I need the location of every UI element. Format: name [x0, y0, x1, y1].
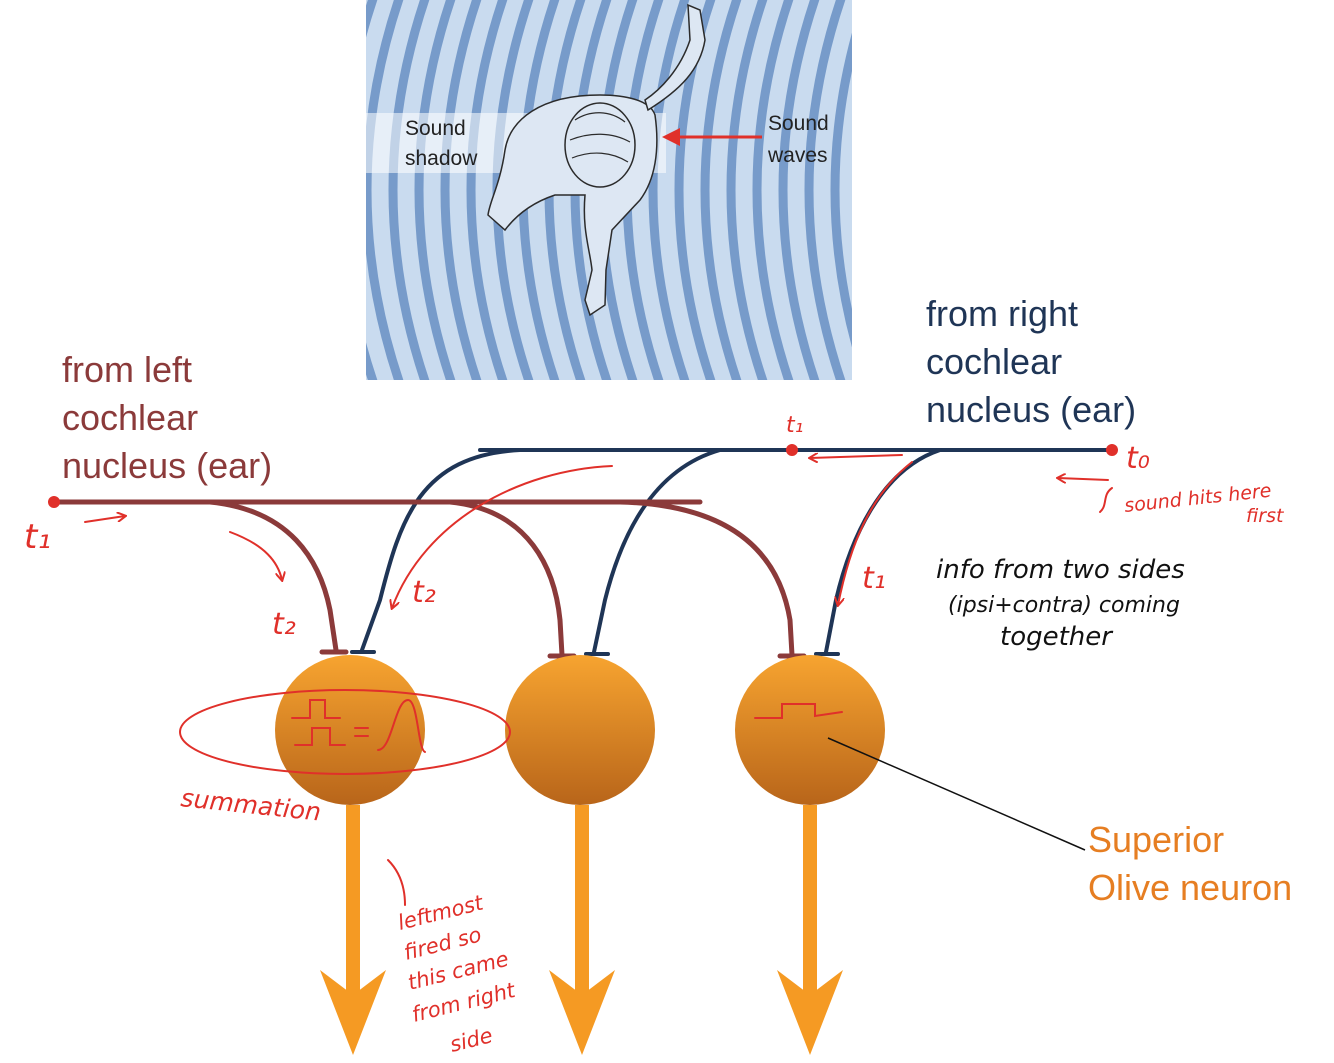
neuron-label-pointer — [827, 737, 1086, 851]
right-input-line-3: nucleus (ear) — [926, 389, 1136, 430]
output-arrow-3 — [777, 970, 843, 1055]
sound-wave-band — [315, 0, 350, 390]
neuron-3 — [735, 655, 885, 1055]
arrow-left-branch — [229, 531, 282, 580]
leftmost-line-5: side — [447, 1023, 495, 1057]
note-line-3: together — [1000, 622, 1114, 652]
neuron-1 — [275, 655, 425, 1055]
sound-wave-band — [726, 0, 768, 380]
summation-label: summation — [179, 783, 322, 827]
sound-wave-band — [388, 0, 430, 380]
right-axon-branch-1 — [360, 448, 522, 652]
right-axon-branch-3 — [824, 448, 942, 654]
t0-label: t₀ — [1126, 441, 1150, 476]
output-axon-1 — [346, 805, 360, 1005]
t1-right-axon-label: t₁ — [786, 413, 803, 438]
sound-wave-band — [414, 0, 456, 380]
black-note: info from two sides (ipsi+contra) coming… — [936, 555, 1185, 652]
sound-wave-band — [804, 0, 846, 380]
arrow-t2-right — [392, 465, 613, 608]
right-mid-dot — [786, 444, 798, 456]
sound-hits-line-2: first — [1246, 505, 1285, 527]
sound-waves-label-1: Sound — [768, 112, 829, 135]
equals-sign — [354, 727, 369, 737]
sound-shadow-label-1: Sound — [405, 117, 466, 140]
t1-left-start-label: t₁ — [24, 517, 51, 557]
sound-shadow-label-2: shadow — [405, 147, 478, 170]
right-axon — [350, 448, 1114, 656]
left-axon — [51, 499, 807, 659]
arrow-sound-hits — [1058, 478, 1109, 480]
sound-waves-label-2: waves — [767, 144, 828, 167]
single-pulse-sketch — [754, 703, 843, 719]
red-annotations — [84, 455, 1113, 906]
output-arrow-2 — [549, 970, 615, 1055]
t2-left-label: t₂ — [272, 607, 296, 642]
left-axon-branch-3 — [617, 499, 795, 658]
right-axon-branch-2 — [592, 448, 722, 654]
right-input-line-1: from right — [926, 293, 1078, 334]
sound-wave-band — [648, 0, 690, 380]
sound-wave-band — [466, 0, 508, 380]
brace-sound-hits — [1099, 487, 1113, 513]
sound-wave-band — [440, 0, 482, 380]
left-input-line-2: cochlear — [62, 397, 198, 438]
left-start-dot — [48, 496, 60, 508]
sound-wave-band — [700, 0, 742, 380]
sound-wave-band — [887, 0, 922, 390]
left-axon-branch-2 — [447, 499, 565, 658]
sound-wave-band — [778, 0, 820, 380]
neuron-label-line-2: Olive neuron — [1088, 867, 1292, 908]
right-start-dot — [1106, 444, 1118, 456]
output-axon-2 — [575, 805, 589, 1005]
left-input-label: from left cochlear nucleus (ear) — [62, 349, 272, 486]
right-input-line-2: cochlear — [926, 341, 1062, 382]
note-line-1: info from two sides — [936, 555, 1185, 585]
neuron-body-3 — [735, 655, 885, 805]
summed-pulse-sketch — [377, 698, 426, 753]
neuron-body-2 — [505, 655, 655, 805]
sound-wave-band — [830, 32, 852, 348]
arrow-right-branch — [838, 461, 913, 605]
pulse-sketch-1 — [291, 699, 341, 719]
left-input-line-1: from left — [62, 349, 192, 390]
t1-right-branch-label: t₁ — [862, 561, 886, 596]
arrow-t1-left — [84, 516, 125, 523]
sound-waves-arrow-head — [662, 128, 680, 146]
sound-wave-band — [861, 0, 896, 390]
neuron-body-1 — [275, 655, 425, 805]
arrow-right-top — [810, 455, 903, 458]
neuron-label-line-1: Superior — [1088, 819, 1224, 860]
sound-wave-band — [752, 0, 794, 380]
pulse-sketch-2 — [294, 727, 346, 746]
right-input-label: from right cochlear nucleus (ear) — [926, 293, 1136, 430]
note-line-2: (ipsi+contra) coming — [948, 593, 1180, 618]
left-input-line-3: nucleus (ear) — [62, 445, 272, 486]
sound-wave-band — [366, 0, 404, 380]
person-outline — [487, 3, 706, 317]
left-axon-branch-1 — [207, 499, 339, 653]
summation-ellipse — [179, 689, 511, 775]
neuron-2 — [505, 655, 655, 1055]
head-top — [564, 102, 636, 188]
arrow-leftmost — [387, 859, 406, 906]
t2-right-label: t₂ — [412, 575, 436, 610]
output-arrow-1 — [320, 970, 386, 1055]
sound-illustration: Sound shadow Sound waves — [315, 0, 922, 390]
output-axon-3 — [803, 805, 817, 1005]
